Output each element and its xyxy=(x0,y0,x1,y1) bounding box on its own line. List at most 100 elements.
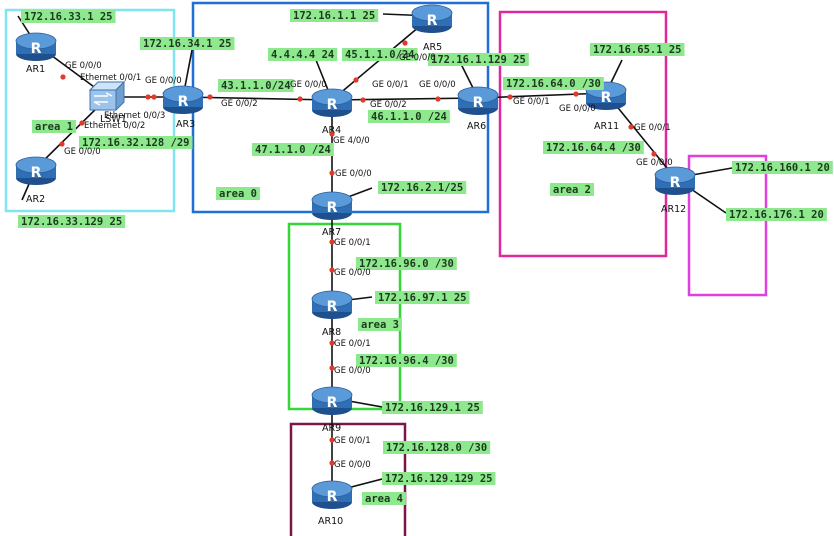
port-label: GE 0/0/0 xyxy=(334,366,371,376)
port-dot xyxy=(145,94,151,100)
router-icon: R xyxy=(327,395,338,411)
address-ar8-lo-text: 172.16.97.1 25 xyxy=(378,292,467,304)
area2-label: area 2 xyxy=(550,183,594,196)
port-label: GE 0/0/0 xyxy=(334,460,371,470)
address-ar6-lo-text: 172.16.1.129 25 xyxy=(431,54,526,66)
port-label: GE 0/0/0 xyxy=(636,158,673,168)
router-ar3[interactable]: R xyxy=(162,85,204,114)
address-ar5-lo: 172.16.1.1 25 xyxy=(290,9,379,22)
area2-box xyxy=(498,10,668,258)
address-ar4-ar5-text: 45.1.1.0/24 xyxy=(345,49,415,61)
area1-label: area 1 xyxy=(32,120,76,133)
router-ar9[interactable]: R xyxy=(311,386,353,415)
router-icon: R xyxy=(31,41,42,57)
port-label: GE 0/0/0 xyxy=(419,80,456,90)
router-name: AR6 xyxy=(467,121,486,132)
address-ar4-lo-text: 4.4.4.4 24 xyxy=(271,49,334,61)
address-ar11-ar12-text: 172.16.64.4 /30 xyxy=(546,142,641,154)
router-icon: R xyxy=(327,200,338,216)
port-label: Ethernet 0/0/1 xyxy=(80,73,141,83)
router-icon: R xyxy=(327,489,338,505)
address-ar9-ar10-text: 172.16.128.0 /30 xyxy=(386,442,487,454)
address-ar12-lo1: 172.16.160.1 20 xyxy=(732,161,833,174)
address-ar4-ar7-text: 47.1.1.0 /24 xyxy=(255,144,331,156)
port-label: GE 0/0/0 xyxy=(334,268,371,278)
router-ar10[interactable]: R xyxy=(311,480,353,509)
address-ar7-ar8-text: 172.16.96.0 /30 xyxy=(359,258,454,270)
router-ar6[interactable]: R xyxy=(457,86,499,115)
router-name: AR8 xyxy=(322,327,341,338)
routers: RAR1RAR2RAR3RAR4RAR5RAR6RAR7RAR8RAR9RAR1… xyxy=(15,4,696,527)
port-dot xyxy=(151,94,157,100)
link-ar2-sw xyxy=(35,99,106,169)
port-label: GE 0/0/0 xyxy=(145,76,182,86)
address-ar2-lo-text: 172.16.33.129 25 xyxy=(21,216,122,228)
address-ar9-ar10: 172.16.128.0 /30 xyxy=(383,441,491,454)
link-ar4-ar6 xyxy=(331,97,479,101)
address-ar4-lo: 4.4.4.4 24 xyxy=(268,48,338,61)
router-ar4[interactable]: R xyxy=(311,88,353,117)
area1-label-text: area 1 xyxy=(35,121,73,133)
router-ar8[interactable]: R xyxy=(311,290,353,319)
address-sw-net-text: 172.16.32.128 /29 xyxy=(82,137,189,149)
router-ar1[interactable]: R xyxy=(15,32,57,61)
area3-label: area 3 xyxy=(358,318,402,331)
router-name: AR4 xyxy=(322,125,341,136)
router-name: AR9 xyxy=(322,423,341,434)
address-ar3-ar4-text: 43.1.1.0/24 xyxy=(221,80,291,92)
port-dot xyxy=(573,91,579,97)
port-label: GE 0/0/1 xyxy=(513,97,550,107)
router-ar7[interactable]: R xyxy=(311,191,353,220)
port-label: GE 0/0/1 xyxy=(634,123,671,133)
port-dot xyxy=(329,131,335,137)
port-dot xyxy=(329,340,335,346)
link-ar6-ar11 xyxy=(477,92,607,99)
address-ar8-ar9-text: 172.16.96.4 /30 xyxy=(359,355,454,367)
port-dot xyxy=(329,267,335,273)
router-name: AR1 xyxy=(26,64,45,75)
address-ar11-ar12: 172.16.64.4 /30 xyxy=(543,141,644,154)
router-name: AR3 xyxy=(176,119,195,130)
address-ar6-ar11-text: 172.16.64.0 /30 xyxy=(506,78,601,90)
port-label: GE 0/0/0 xyxy=(335,169,372,179)
address-ar7-lo-text: 172.16.2.1/25 xyxy=(381,182,463,194)
switch-sw1[interactable]: LSW1 xyxy=(88,80,127,125)
port-label: GE 0/0/0 xyxy=(65,61,102,71)
port-label: GE 0/0/1 xyxy=(334,238,371,248)
port-label: GE 0/0/0 xyxy=(290,80,327,90)
router-name: AR2 xyxy=(26,194,45,205)
address-ar7-ar8: 172.16.96.0 /30 xyxy=(356,257,457,270)
router-name: AR7 xyxy=(322,227,341,238)
router-ar12[interactable]: R xyxy=(654,166,696,195)
port-label: GE 0/0/0 xyxy=(399,53,436,63)
address-ar12-lo1-text: 172.16.160.1 20 xyxy=(735,162,830,174)
router-icon: R xyxy=(670,175,681,191)
router-icon: R xyxy=(327,299,338,315)
address-ar12-lo2: 172.16.176.1 20 xyxy=(726,208,827,221)
switch-name: LSW1 xyxy=(100,114,127,125)
port-dot xyxy=(60,74,66,80)
router-icon: R xyxy=(327,97,338,113)
address-ar11-lo: 172.16.65.1 25 xyxy=(590,43,685,56)
port-dot xyxy=(207,94,213,100)
address-ar3-ar4: 43.1.1.0/24 xyxy=(218,79,294,92)
address-ar6-lo: 172.16.1.129 25 xyxy=(428,53,529,66)
address-sw-net: 172.16.32.128 /29 xyxy=(79,136,193,149)
area4-label-text: area 4 xyxy=(365,493,403,505)
router-name: AR5 xyxy=(423,42,442,53)
port-dot xyxy=(402,40,408,46)
port-dot xyxy=(329,365,335,371)
port-label: GE 0/0/1 xyxy=(334,339,371,349)
area0-label: area 0 xyxy=(216,187,260,200)
router-icon: R xyxy=(601,90,612,106)
router-ar11[interactable]: R xyxy=(585,81,627,110)
port-label: GE 0/0/2 xyxy=(370,100,407,110)
address-ar1-lo-text: 172.16.33.1 25 xyxy=(24,11,113,23)
port-label: GE 4/0/0 xyxy=(333,136,370,146)
port-dot xyxy=(329,437,335,443)
address-ar4-ar5: 45.1.1.0/24 xyxy=(342,48,418,61)
area4-label: area 4 xyxy=(362,492,406,505)
router-ar5[interactable]: R xyxy=(411,4,453,33)
router-ar2[interactable]: R xyxy=(15,156,57,185)
